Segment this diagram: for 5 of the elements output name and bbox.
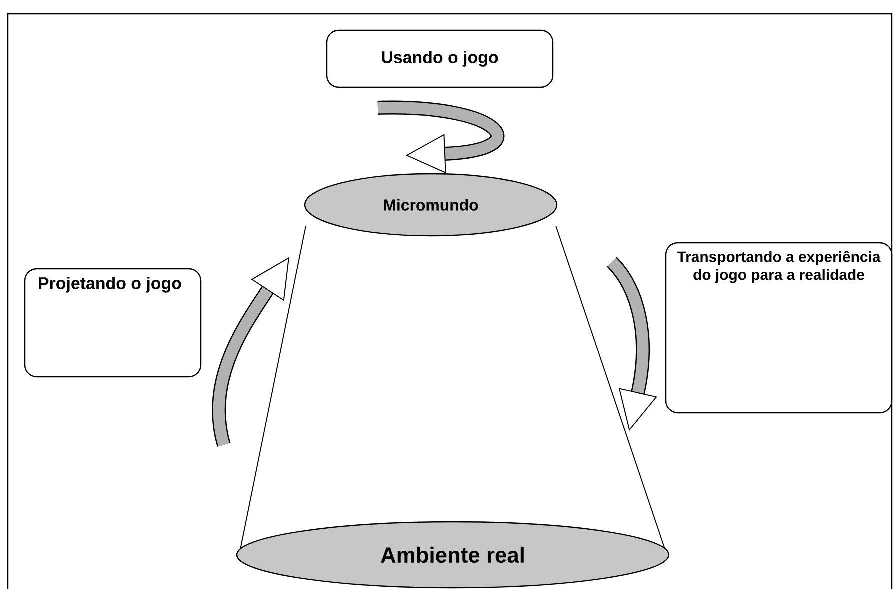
- rounded-box: Projetando o jogo: [24, 268, 202, 378]
- ellipse-node: Micromundo: [304, 173, 558, 237]
- ellipse-node: Ambiente real: [236, 521, 670, 589]
- rounded-box: Usando o jogo: [326, 30, 554, 88]
- rounded-box: Transportando a experiência do jogo para a realidade: [665, 242, 893, 414]
